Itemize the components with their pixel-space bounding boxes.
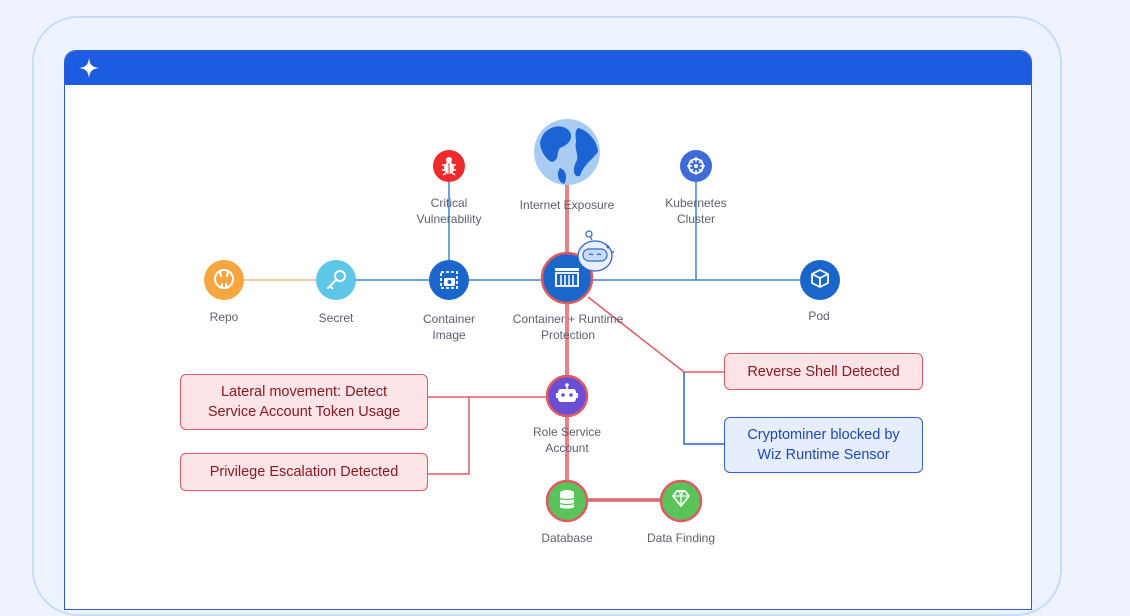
container-image-node[interactable]	[429, 260, 469, 300]
container-image-label-line1: Container	[422, 312, 476, 326]
role-service-account-label: Role Service Account	[533, 424, 601, 456]
role-service-account-node[interactable]	[545, 374, 589, 418]
critical-vulnerability-node[interactable]	[433, 150, 465, 182]
repo-label: Repo	[209, 310, 239, 324]
repo-node[interactable]	[204, 260, 244, 300]
window-titlebar	[65, 51, 1031, 85]
container-runtime-label-line2: Protection	[540, 328, 596, 342]
critical-vulnerability-label-line1: Critical	[430, 196, 468, 210]
internet-exposure-label: Internet Exposure	[519, 198, 615, 212]
github-icon	[214, 269, 234, 289]
pod-node[interactable]	[800, 260, 840, 300]
secret-label: Secret	[318, 311, 354, 325]
critical-vulnerability-label-line2: Vulnerability	[416, 212, 482, 226]
connector-privilege	[428, 396, 567, 475]
cryptominer-alert-line1: Cryptominer blocked by	[747, 427, 900, 443]
database-node[interactable]	[545, 479, 589, 523]
lateral-movement-alert-line1: Lateral movement: Detect	[220, 384, 388, 400]
kubernetes-cluster-label-line2: Cluster	[676, 212, 716, 226]
database-icon	[559, 490, 575, 509]
cryptominer-alert-line2: Wiz Runtime Sensor	[757, 447, 890, 463]
robot-icon	[556, 383, 578, 402]
cryptominer-alert[interactable]: Cryptominer blocked by Wiz Runtime Senso…	[724, 417, 923, 473]
role-service-account-label-line1: Role Service	[532, 425, 602, 439]
kubernetes-cluster-node[interactable]	[680, 150, 712, 182]
lateral-movement-alert[interactable]: Lateral movement: Detect Service Account…	[180, 374, 428, 430]
reverse-shell-alert[interactable]: Reverse Shell Detected	[724, 353, 923, 390]
robot-sensor-icon	[577, 230, 614, 272]
key-icon	[327, 270, 346, 290]
privilege-escalation-alert[interactable]: Privilege Escalation Detected	[180, 453, 428, 491]
role-service-account-label-line2: Account	[545, 441, 589, 455]
container-image-label-line2: Image	[432, 328, 466, 342]
connector-cryptominer	[683, 372, 724, 445]
image-scan-icon	[440, 271, 458, 289]
cube-icon	[811, 268, 829, 289]
kubernetes-helm-icon	[687, 157, 705, 175]
container-runtime-label: Container + Runtime Protection	[513, 311, 623, 343]
lateral-movement-alert-line2: Service Account Token Usage	[207, 404, 401, 420]
kubernetes-cluster-label: Kubernetes Cluster	[665, 195, 726, 227]
secret-node[interactable]	[316, 260, 356, 300]
pod-label: Pod	[808, 309, 830, 323]
container-image-label: Container Image	[423, 311, 475, 343]
sparkle-icon	[79, 58, 99, 78]
data-finding-label: Data Finding	[646, 531, 716, 545]
container-icon	[555, 268, 579, 287]
bug-icon	[442, 157, 456, 176]
security-graph	[204, 119, 840, 523]
data-finding-node[interactable]	[659, 479, 703, 523]
gem-icon	[672, 490, 690, 507]
database-label: Database	[541, 531, 593, 545]
globe-icon	[534, 119, 600, 185]
critical-vulnerability-label: Critical Vulnerability	[417, 195, 482, 227]
container-runtime-label-line1: Container + Runtime	[512, 312, 624, 326]
container-runtime-node[interactable]	[540, 251, 594, 305]
kubernetes-cluster-label-line1: Kubernetes	[665, 196, 727, 210]
internet-exposure-node[interactable]	[534, 119, 600, 185]
